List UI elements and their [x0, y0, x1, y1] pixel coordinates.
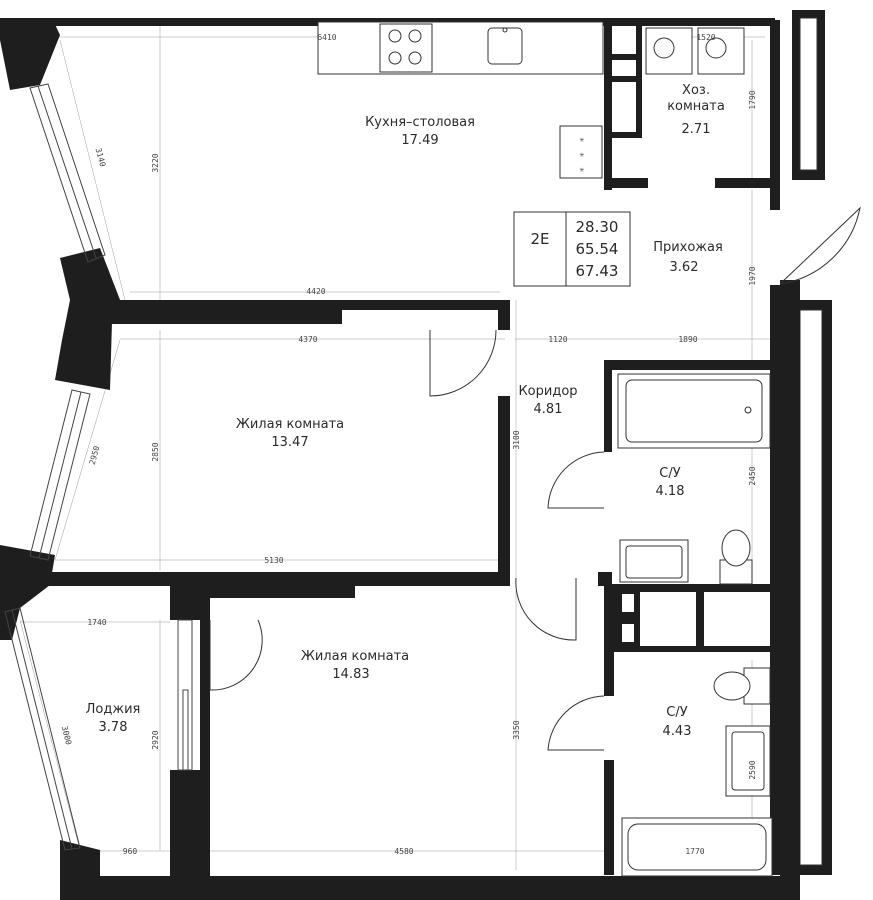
room-name-utility-line2: комната [667, 99, 725, 114]
dim-hall-side: 1970 [748, 266, 757, 285]
dim-bath2-side: 2590 [748, 760, 757, 779]
room-area-kitchen: 17.49 [401, 133, 438, 148]
svg-text:✳: ✳ [580, 150, 585, 159]
svg-text:✳: ✳ [580, 165, 585, 174]
dim-hall-w: 1890 [678, 335, 697, 344]
room-name-bathroom-1: С/У [659, 466, 680, 481]
room-name-living-1: Жилая комната [236, 417, 344, 432]
dim-living1-bottom: 5130 [264, 556, 283, 565]
room-name-loggia: Лоджия [86, 702, 141, 717]
dim-loggia-bottom: 960 [123, 847, 138, 856]
dim-living1-side: 2850 [151, 442, 160, 461]
apartment-type: 2Е [530, 230, 549, 248]
room-area-corridor: 4.81 [534, 402, 563, 417]
dim-loggia-side: 2920 [151, 730, 160, 749]
room-area-living-1: 13.47 [271, 435, 308, 450]
dim-corridor-side: 3100 [512, 430, 521, 449]
room-area-utility: 2.71 [682, 122, 711, 137]
dim-kitchen-diag: 3140 [94, 147, 108, 168]
room-area-hallway: 3.62 [670, 260, 699, 275]
dim-utility-top: 1520 [696, 33, 715, 42]
dim-loggia-diag: 3000 [60, 725, 73, 746]
dim-living1-top: 4370 [298, 335, 317, 344]
dimension-lines [19, 25, 770, 870]
room-name-utility-line1: Хоз. [682, 83, 710, 98]
area-total-with-loggia: 67.43 [576, 262, 619, 280]
room-name-living-2: Жилая комната [301, 649, 409, 664]
dim-corridor-w: 1120 [548, 335, 567, 344]
fixtures: ✳ ✳ ✳ [317, 21, 773, 877]
dim-kitchen-side: 3220 [151, 153, 160, 172]
apartment-info-box: 2Е 28.30 65.54 67.43 [513, 211, 631, 287]
room-name-corridor: Коридор [518, 384, 577, 399]
room-name-bathroom-2: С/У [666, 705, 687, 720]
room-area-bathroom-1: 4.18 [656, 484, 685, 499]
dim-living2-side: 3350 [512, 720, 521, 739]
area-living: 28.30 [576, 218, 619, 236]
room-labels: Кухня–столовая 17.49 Хоз. комната 2.71 П… [86, 83, 725, 739]
dim-utility-side: 1790 [748, 90, 757, 109]
dim-living1-diag: 2950 [88, 445, 102, 466]
dim-kitchen-top: 6410 [317, 33, 336, 42]
svg-text:✳: ✳ [580, 135, 585, 144]
dim-living2-bottom: 4580 [394, 847, 413, 856]
dim-kitchen-bottom: 4420 [306, 287, 325, 296]
area-total: 65.54 [576, 240, 619, 258]
windows [4, 83, 193, 851]
dim-loggia-top: 1740 [87, 618, 106, 627]
doors [209, 206, 861, 751]
dim-bath2-bottom: 1770 [685, 847, 704, 856]
room-area-loggia: 3.78 [99, 720, 128, 735]
room-area-living-2: 14.83 [332, 667, 369, 682]
dim-bath1-side: 2450 [748, 466, 757, 485]
room-name-hallway: Прихожая [653, 240, 723, 255]
room-name-kitchen: Кухня–столовая [365, 115, 475, 130]
room-area-bathroom-2: 4.43 [663, 724, 692, 739]
